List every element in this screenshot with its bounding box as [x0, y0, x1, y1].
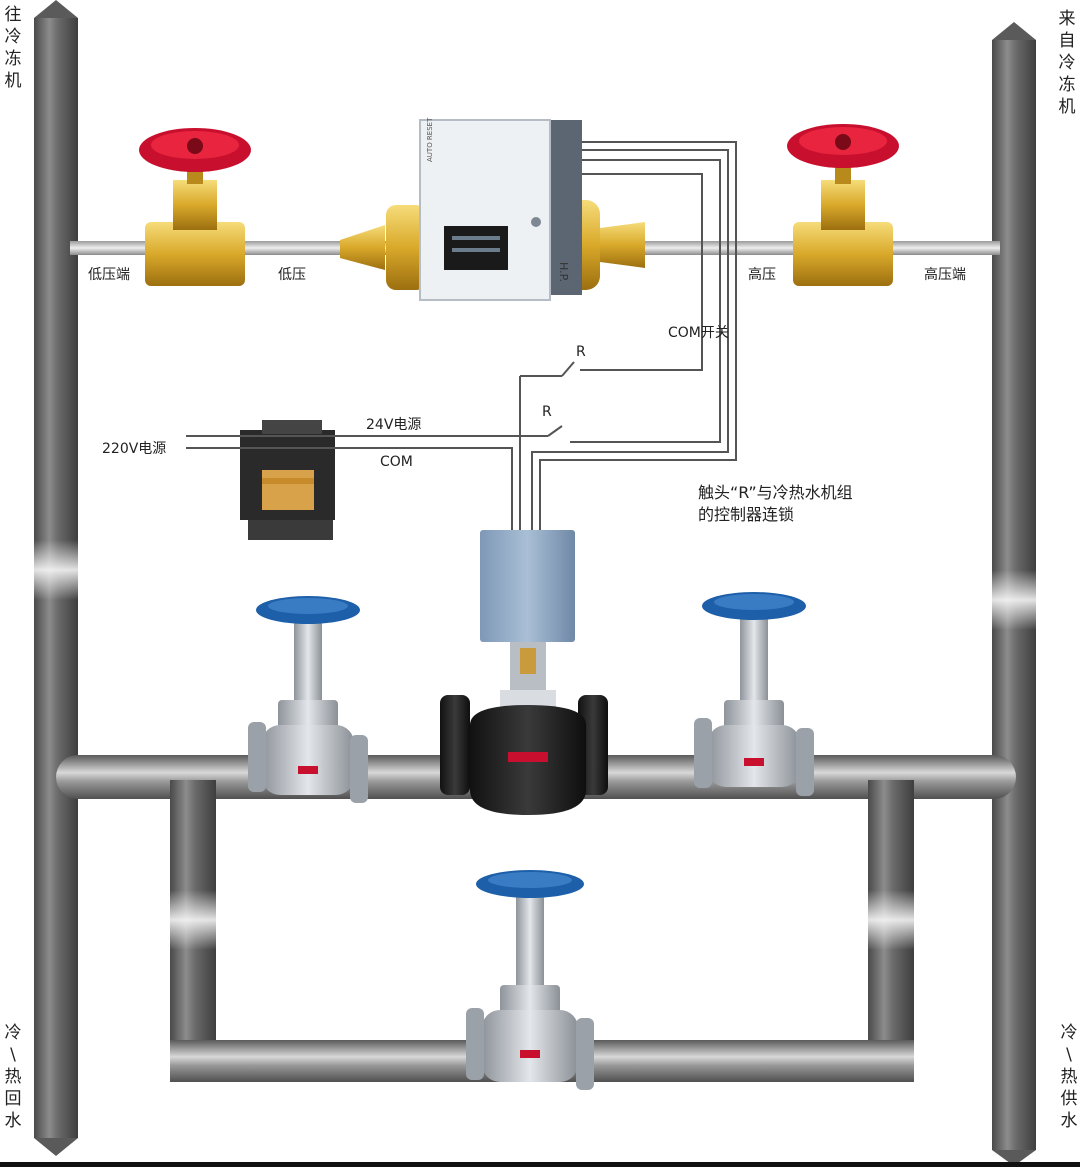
- bottom-border: [0, 1162, 1080, 1167]
- right-brass-valve[interactable]: [787, 124, 899, 286]
- interlock-note-line1: 触头“R”与冷热水机组: [698, 483, 853, 502]
- transformer: [240, 420, 335, 540]
- electric-actuator-valve[interactable]: [440, 530, 608, 815]
- label-relay-bottom: R: [542, 404, 552, 420]
- label-return-water: 冷 \ 热 回 水: [4, 1023, 22, 1131]
- left-brass-valve[interactable]: [139, 128, 251, 286]
- label-supply-water: 冷 \ 热 供 水: [1060, 1023, 1078, 1131]
- interlock-note: 触头“R”与冷热水机组 的控制器连锁: [698, 482, 853, 526]
- label-220v-supply: 220V电源: [102, 441, 167, 457]
- interlock-note-line2: 的控制器连锁: [698, 505, 795, 524]
- label-24v-supply: 24V电源: [366, 417, 422, 433]
- label-relay-top: R: [576, 344, 586, 360]
- label-low-pressure-nut: 低压端: [88, 267, 130, 283]
- left-gate-valve[interactable]: [248, 596, 368, 803]
- label-to-chiller: 往冷冻机: [4, 5, 22, 91]
- label-high-pressure-nut: 高压端: [924, 267, 966, 283]
- control-wiring: [186, 141, 737, 530]
- label-com-switch: COM开关: [668, 325, 729, 341]
- label-low-pressure: 低压: [278, 267, 306, 283]
- controller-port-label: H.P.: [557, 262, 570, 282]
- right-gate-valve[interactable]: [694, 592, 814, 796]
- label-com: COM: [380, 454, 413, 470]
- bypass-gate-valve[interactable]: [466, 870, 594, 1090]
- left-vertical-pipe: [34, 0, 78, 1156]
- label-high-pressure: 高压: [748, 267, 776, 283]
- label-from-chiller: 来自冷冻机: [1058, 9, 1076, 117]
- controller-brand-text: AUTO RESET: [426, 117, 434, 162]
- pressure-controller: AUTO RESET H.P.: [340, 117, 645, 301]
- right-vertical-pipe: [992, 22, 1036, 1166]
